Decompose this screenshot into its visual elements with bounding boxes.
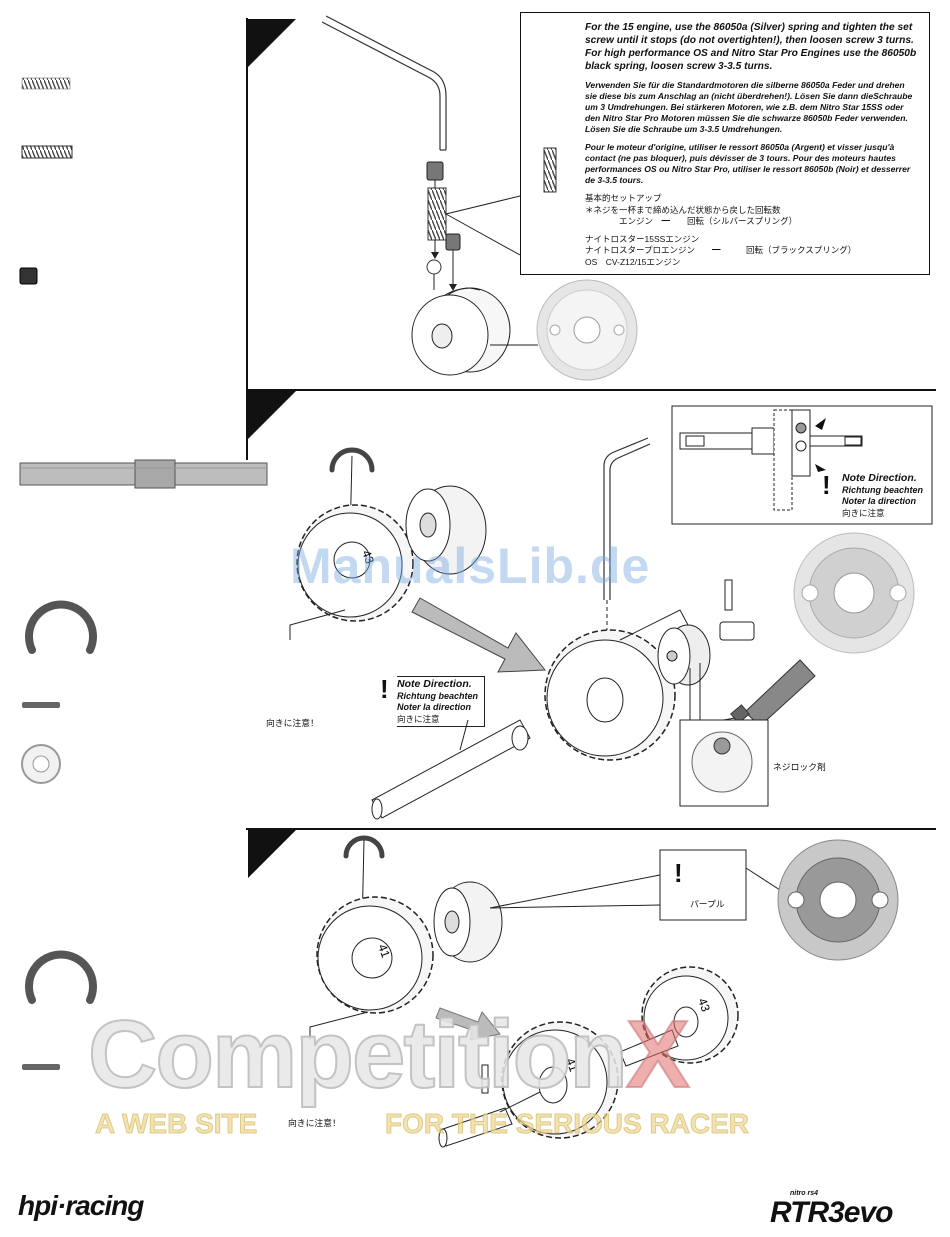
step-marker-1	[248, 19, 296, 67]
jp-line-6: ナイトロスタープロエンジン ━ 回転（ブラックスプリング）	[585, 245, 857, 256]
gear-43-right-label: 43	[695, 996, 713, 1014]
pin-part-1	[22, 702, 60, 708]
watermark-tagline-right: FOR THE SERIOUS RACER	[384, 1108, 750, 1140]
gear-41-left	[316, 896, 434, 1014]
gear-center-2	[544, 629, 676, 761]
hex-wrench-1	[321, 15, 447, 151]
section-1-horizontal-line	[246, 389, 936, 391]
note-1-en: Note Direction.	[842, 472, 917, 484]
competitionx-watermark: CompetitionX	[87, 1000, 691, 1110]
clutch-photo-3	[777, 839, 899, 961]
gear-41-center	[501, 1021, 619, 1139]
e-clip-2	[329, 447, 375, 473]
competitionx-part-a: Compe	[87, 1000, 406, 1109]
instruction-german: Verwenden Sie für die Standardmotoren di…	[585, 80, 913, 135]
set-screw-2	[445, 233, 461, 251]
instruction-french: Pour le moteur d'origine, utiliser le re…	[585, 142, 911, 186]
purple-label: パープル	[690, 899, 725, 909]
note-2-de: Richtung beachten	[397, 691, 479, 702]
instruction-japanese: 基本的セットアップ ＊ネジを一杯まで締め込んだ状態から戻した回転数 エンジン ━…	[585, 193, 917, 268]
thread-lock-tube	[730, 659, 816, 727]
jp-line-7: OS CV-Z12/15エンジン	[585, 256, 681, 267]
shaft-part	[19, 459, 268, 489]
clutch-photo-1	[536, 279, 638, 381]
gear-43-left	[296, 504, 414, 622]
spring-silver-part	[21, 77, 71, 90]
jp-line-2: ＊ネジを一杯まで締め込んだ状態から戻した回転数	[585, 204, 781, 215]
note-1-de: Richtung beachten	[842, 485, 924, 496]
step-marker-2	[248, 391, 296, 439]
e-clip-3	[343, 835, 385, 859]
jp-line-5: ナイトロスター15SSエンジン	[585, 233, 700, 244]
hex-wrench-2	[603, 437, 651, 600]
clutch-bell-2	[405, 485, 487, 575]
clutch-bell-3	[433, 881, 503, 963]
jp-line-1: 基本的セットアップ	[585, 193, 662, 204]
washer-2	[511, 725, 529, 751]
pin-2	[724, 579, 733, 611]
set-screw-1	[426, 161, 444, 181]
inset-shaft-diagram	[679, 409, 863, 511]
pin-part-2	[22, 1064, 60, 1070]
drive-shaft-3	[438, 1107, 513, 1148]
instruction-english: For the 15 engine, use the 86050a (Silve…	[585, 22, 917, 73]
assembly-arrow-2	[435, 1007, 501, 1041]
gear-41-center-label: 41	[563, 1056, 581, 1074]
hpi-racing-logo: hpi·racing	[18, 1190, 144, 1221]
set-screw-part	[19, 267, 38, 285]
warning-icon-1: !	[822, 470, 831, 500]
assembly-arrow-1	[411, 597, 546, 673]
e-clip-part-1	[25, 600, 97, 654]
note-2-en: Note Direction.	[397, 678, 472, 690]
e-clip-part-2	[25, 950, 97, 1004]
spring-1	[427, 187, 447, 241]
warning-icon-3: !	[674, 858, 683, 888]
jp-caution-2: 向きに注意！	[288, 1118, 341, 1128]
purple-callout-box	[659, 849, 747, 921]
clutch-shoe-2	[657, 624, 711, 686]
note-2-fr: Noter la direction	[397, 702, 472, 713]
shaft-3-right	[619, 1029, 679, 1067]
nitro-rs4-logo: nitro rs4	[790, 1190, 819, 1197]
spring-callout-icon	[543, 147, 557, 193]
note-direction-1: Note Direction. Richtung beachten Noter …	[842, 472, 923, 518]
jp-line-3: エンジン ━ 回転（シルバースプリング）	[585, 216, 798, 227]
manualslib-watermark: ManualsLib.de	[290, 538, 651, 594]
instruction-box: For the 15 engine, use the 86050a (Silve…	[520, 12, 930, 275]
competitionx-x: X	[625, 1000, 691, 1109]
spring-black-part	[21, 145, 73, 159]
note-direction-2: Note Direction. Richtung beachten Noter …	[397, 676, 486, 728]
drive-shaft-2	[371, 719, 531, 820]
clutch-photo-2	[793, 532, 915, 654]
note-2-jp: 向きに注意	[397, 713, 440, 724]
pin-3	[481, 1064, 489, 1094]
jp-caution-1: 向きに注意！	[266, 718, 319, 728]
clutch-shoe-1	[411, 287, 511, 376]
section-1-vertical-line	[246, 18, 248, 390]
thread-lock-label: ネジロック剤	[773, 762, 826, 772]
competitionx-part-b: tition	[402, 1000, 629, 1109]
rtr3evo-logo: RTR3evo	[770, 1196, 893, 1229]
watermark-tagline-left: A WEB SITE	[94, 1108, 258, 1140]
section-2-vertical-line	[246, 390, 248, 460]
note-1-jp: 向きに注意	[842, 507, 885, 518]
warning-icon-2: !	[380, 674, 389, 704]
gear-43-label: 43	[359, 548, 377, 566]
washer-part	[21, 744, 61, 784]
section-2-horizontal-line	[246, 828, 936, 830]
gear-41-label: 41	[375, 942, 393, 960]
ball-1	[426, 259, 442, 275]
nut-2	[719, 621, 755, 641]
note-1-fr: Noter la direction	[842, 496, 917, 507]
step-marker-3	[248, 830, 296, 878]
